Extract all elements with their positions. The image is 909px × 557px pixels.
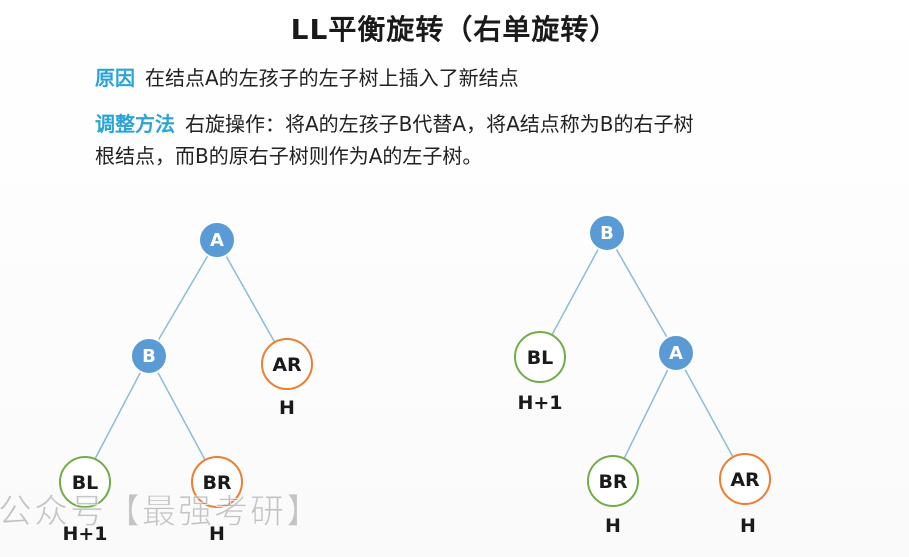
edge-b-a-after bbox=[606, 232, 677, 354]
right-node-b: B bbox=[588, 214, 626, 252]
left-subtree-bl-label: BL bbox=[72, 472, 99, 494]
left-node-b: B bbox=[130, 337, 168, 375]
method-label: 调整方法 bbox=[95, 112, 175, 136]
left-subtree-bl: BL H+1 bbox=[59, 456, 111, 545]
right-subtree-br: BR H bbox=[587, 455, 639, 537]
reason-line: 原因在结点A的左孩子的左子树上插入了新结点 bbox=[95, 62, 519, 94]
left-tree: A B AR H BL H+1 BR H bbox=[59, 221, 313, 545]
reason-text: 在结点A的左孩子的左子树上插入了新结点 bbox=[145, 66, 519, 90]
right-subtree-bl-height: H+1 bbox=[517, 392, 562, 414]
left-node-a-label: A bbox=[210, 230, 224, 251]
right-node-b-label: B bbox=[600, 223, 614, 244]
right-subtree-br-height: H bbox=[605, 515, 621, 537]
method-line: 调整方法右旋操作：将A的左孩子B代替A，将A结点称为B的右子树 bbox=[95, 108, 895, 140]
right-node-a-label: A bbox=[669, 343, 683, 364]
left-subtree-br: BR H bbox=[191, 456, 243, 545]
left-subtree-ar: AR H bbox=[261, 338, 313, 419]
right-subtree-bl-label: BL bbox=[527, 347, 554, 369]
right-subtree-ar: AR H bbox=[719, 453, 771, 537]
right-subtree-ar-label: AR bbox=[730, 469, 760, 491]
edge-b-bl bbox=[84, 355, 150, 479]
reason-label: 原因 bbox=[95, 66, 135, 90]
right-node-a: A bbox=[657, 334, 695, 372]
right-subtree-bl: BL H+1 bbox=[514, 331, 566, 414]
right-subtree-br-label: BR bbox=[598, 471, 627, 493]
method-text-line1: 右旋操作：将A的左孩子B代替A，将A结点称为B的右子树 bbox=[185, 112, 694, 136]
slide-title: LL平衡旋转（右单旋转） bbox=[290, 13, 619, 46]
left-node-b-label: B bbox=[142, 346, 156, 367]
left-subtree-br-label: BR bbox=[202, 472, 231, 494]
left-subtree-br-height: H bbox=[209, 523, 225, 545]
left-subtree-bl-height: H+1 bbox=[62, 523, 107, 545]
left-subtree-ar-height: H bbox=[279, 397, 295, 419]
method-text-line2: 根结点，而B的原右子树则作为A的左子树。 bbox=[95, 144, 483, 168]
left-node-a: A bbox=[198, 221, 236, 259]
left-subtree-ar-label: AR bbox=[272, 354, 302, 376]
method-line-continued: 根结点，而B的原右子树则作为A的左子树。 bbox=[95, 140, 482, 172]
watermark: 公众号【最强考研】 bbox=[0, 492, 322, 533]
edge-a-b bbox=[148, 239, 218, 357]
right-subtree-ar-height: H bbox=[740, 515, 756, 537]
right-tree: B BL H+1 A BR H AR H bbox=[514, 214, 771, 537]
